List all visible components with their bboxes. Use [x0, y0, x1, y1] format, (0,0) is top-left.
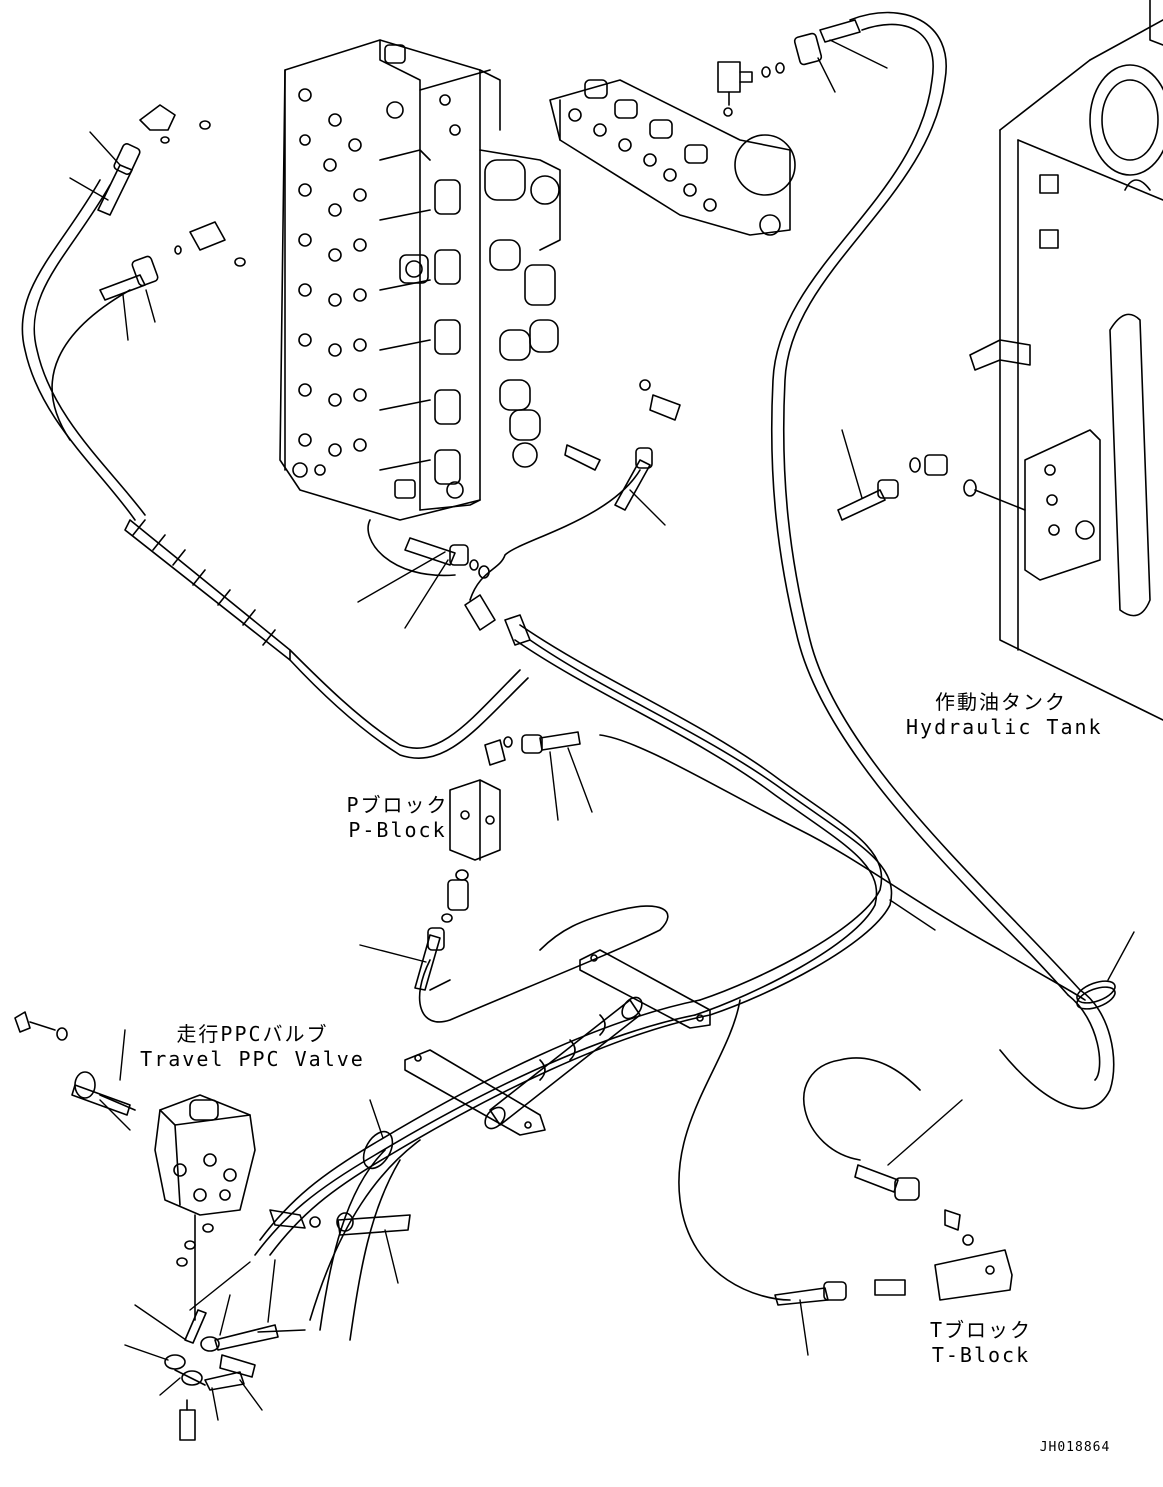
leader-lines	[70, 40, 1134, 1420]
bolts	[15, 1012, 195, 1440]
hose-clamp	[1074, 977, 1118, 1014]
t-block-label-jp: Tブロック	[929, 1318, 1033, 1342]
travel-ppc-valve-label: 走行PPCバルブ Travel PPC Valve	[140, 1022, 365, 1072]
travel-ppc-valve	[100, 1095, 255, 1320]
t-block-label: Tブロック T-Block	[926, 1318, 1036, 1368]
p-block-label-en: P-Block	[348, 818, 447, 842]
p-block	[442, 737, 512, 922]
hydraulic-tank-label: 作動油タンク Hydraulic Tank	[906, 690, 1103, 740]
tank-fitting	[910, 455, 1025, 510]
p-block-label: Pブロック P-Block	[340, 793, 455, 843]
travel-ppc-valve-label-jp: 走行PPCバルブ	[176, 1022, 329, 1046]
hydraulic-tank-label-jp: 作動油タンク	[935, 690, 1067, 714]
p-block-label-jp: Pブロック	[346, 793, 449, 817]
hydraulic-tank-label-en: Hydraulic Tank	[906, 715, 1103, 739]
mounting-brackets	[405, 950, 710, 1135]
main-control-valve	[280, 40, 560, 520]
solenoid-valve-block	[550, 62, 795, 235]
hydraulic-tank	[970, 0, 1163, 720]
drawing-code: JH018864	[1039, 1440, 1111, 1455]
travel-ppc-valve-label-en: Travel PPC Valve	[140, 1047, 365, 1071]
bundle-sleeves	[358, 994, 646, 1174]
hose-fittings	[72, 20, 1012, 1390]
hoses	[22, 13, 1113, 1341]
t-block-label-en: T-Block	[931, 1343, 1031, 1367]
